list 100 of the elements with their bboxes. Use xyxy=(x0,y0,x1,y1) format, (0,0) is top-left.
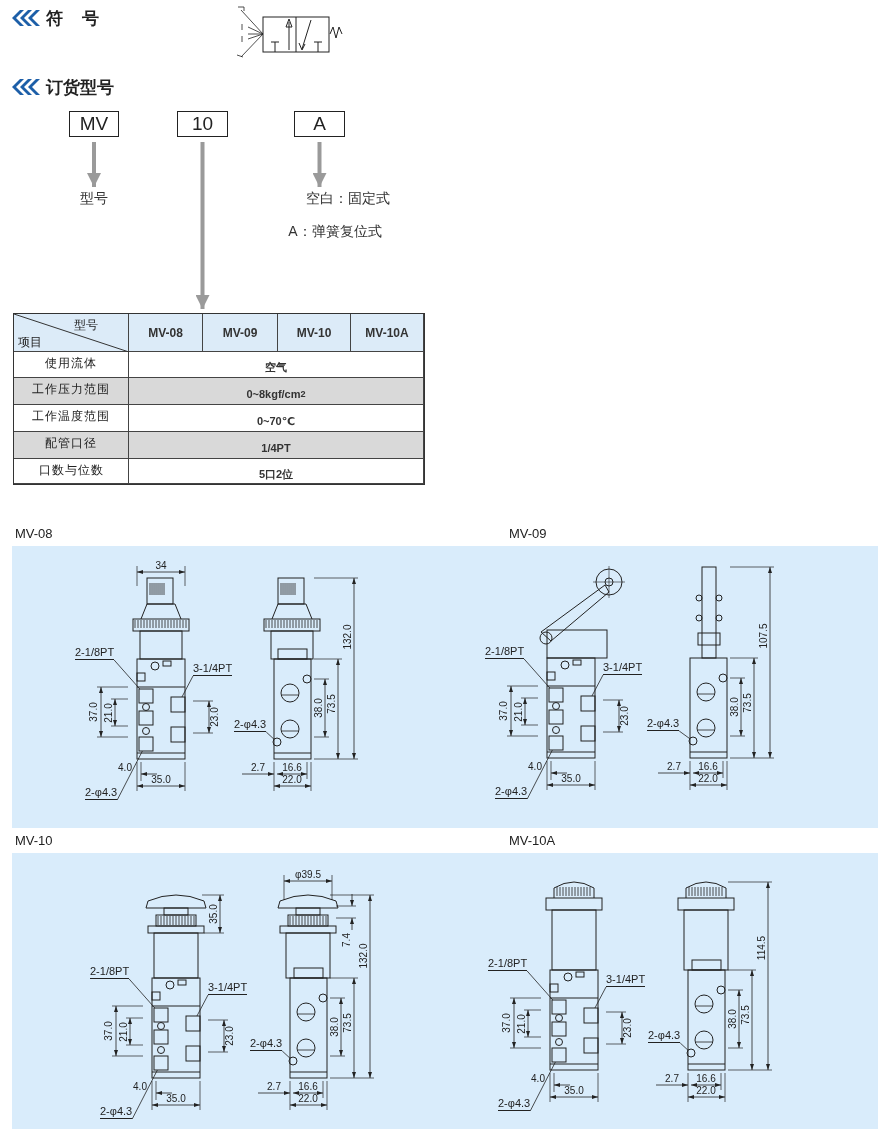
dimension-label: 37.0 xyxy=(502,1013,512,1033)
port-opening xyxy=(170,696,186,713)
leader-label: 3-1/4PT xyxy=(606,974,646,987)
dimension-label: 38.0 xyxy=(730,697,740,717)
table-cell: 配管口径 xyxy=(14,432,129,459)
table-cell: 0~70℃ xyxy=(129,405,424,432)
leader-line xyxy=(116,750,143,801)
dimension-label: 35.0 xyxy=(564,1086,584,1096)
leader-label: 2-φ4.3 xyxy=(234,719,267,732)
option-text: A：弹簧复位式 xyxy=(288,224,382,238)
dimension-label: 73.5 xyxy=(741,1005,751,1025)
leader-label: 2-φ4.3 xyxy=(647,718,680,731)
dimension-label: 34 xyxy=(155,561,167,571)
dimension-label: φ39.5 xyxy=(295,870,321,880)
table-cell: MV-10A xyxy=(351,314,424,352)
leader-line xyxy=(594,986,607,1009)
panel-title: MV-10A xyxy=(509,833,556,847)
port-opening xyxy=(551,999,567,1015)
dimension-label: 37.0 xyxy=(104,1021,114,1041)
leader-label: 2-1/8PT xyxy=(75,647,115,660)
dimension-label: 16.6 xyxy=(698,762,718,772)
dimension-label: 4.0 xyxy=(528,762,542,772)
port-opening xyxy=(551,1047,567,1063)
dimension-label: 23.0 xyxy=(225,1026,235,1046)
dimension-label: 2.7 xyxy=(267,1082,281,1092)
port-opening xyxy=(138,736,154,752)
dimension-label: 16.6 xyxy=(282,763,302,773)
leader-line xyxy=(526,749,553,800)
spec-table xyxy=(13,313,425,485)
leader-label: 2-φ4.3 xyxy=(648,1030,681,1043)
port-opening xyxy=(153,1007,169,1023)
dimension-label: 35.0 xyxy=(151,775,171,785)
dimension-label: 132.0 xyxy=(343,624,353,650)
dimension-label: 35.0 xyxy=(166,1094,186,1104)
port-opening xyxy=(548,687,564,703)
dimension-label: 21.0 xyxy=(517,1014,527,1034)
dimension-label: 4.0 xyxy=(133,1082,147,1092)
option-text: 型号 xyxy=(80,191,108,205)
dimension-label: 4.0 xyxy=(118,763,132,773)
table-cell: MV-10 xyxy=(278,314,351,352)
arrow xyxy=(195,142,210,309)
table-cell: 1/4PT xyxy=(129,432,424,459)
leader-line xyxy=(526,970,554,1001)
port-opening xyxy=(138,688,154,704)
port-opening xyxy=(548,735,564,751)
dimension-label: 35.0 xyxy=(209,904,219,924)
dimension-label: 2.7 xyxy=(251,763,265,773)
table-cell: 空气 xyxy=(129,352,424,378)
port-opening xyxy=(153,1055,169,1071)
table-cell: 工作压力范围 xyxy=(14,378,129,405)
dimension-label: 22.0 xyxy=(282,775,302,785)
port-opening xyxy=(580,695,596,712)
arrow xyxy=(312,142,327,187)
code-box: MV xyxy=(69,111,119,137)
mounting-hole xyxy=(688,736,698,746)
mounting-hole xyxy=(288,1056,298,1066)
option-text: 空白：固定式 xyxy=(306,191,390,205)
dimension-label: 38.0 xyxy=(330,1017,340,1037)
leader-label: 2-φ4.3 xyxy=(495,786,528,799)
dimension-label: 73.5 xyxy=(743,693,753,713)
leader-line xyxy=(265,731,275,740)
leader-label: 2-φ4.3 xyxy=(100,1106,133,1119)
dimension-label: 2.7 xyxy=(667,762,681,772)
dimension-label: 16.6 xyxy=(298,1082,318,1092)
leader-line xyxy=(591,674,604,697)
dimension-label: 21.0 xyxy=(104,703,114,723)
dimension-label: 73.5 xyxy=(327,694,337,714)
leader-label: 2-1/8PT xyxy=(485,646,525,659)
dimension-label: 38.0 xyxy=(728,1009,738,1029)
dimension-label: 22.0 xyxy=(298,1094,318,1104)
dimension-label: 23.0 xyxy=(210,707,220,727)
dimension-label: 4.0 xyxy=(531,1074,545,1084)
leader-label: 2-1/8PT xyxy=(90,966,130,979)
table-cell: 使用流体 xyxy=(14,352,129,378)
leader-line xyxy=(196,994,209,1017)
dimension-label: 2.7 xyxy=(665,1074,679,1084)
arrow xyxy=(87,142,101,187)
leader-label: 2-φ4.3 xyxy=(498,1098,531,1111)
table-cell: MV-09 xyxy=(203,314,278,352)
mounting-hole xyxy=(686,1048,696,1058)
dimension-label: 21.0 xyxy=(514,702,524,722)
leader-label: 3-1/4PT xyxy=(603,662,643,675)
dimension-label: 107.5 xyxy=(759,623,769,649)
leader-label: 2-φ4.3 xyxy=(250,1038,283,1051)
dimension-label: 22.0 xyxy=(698,774,718,784)
leader-line xyxy=(523,658,551,689)
code-box: A xyxy=(294,111,345,137)
leader-line xyxy=(281,1050,291,1059)
panel-title: MV-08 xyxy=(15,526,53,540)
dimension-label: 35.0 xyxy=(561,774,581,784)
panel-title: MV-09 xyxy=(509,526,547,540)
code-box: 10 xyxy=(177,111,228,137)
cell-text: 型号 xyxy=(74,319,98,331)
table-cell: 5口2位 xyxy=(129,459,424,484)
table-cell: 口数与位数 xyxy=(14,459,129,484)
cell-text: 项目 xyxy=(18,336,42,348)
dimension-label: 132.0 xyxy=(359,943,369,969)
dimension-label: 7.4 xyxy=(342,933,352,947)
panel-title: MV-10 xyxy=(15,833,53,847)
leader-line xyxy=(679,1042,689,1051)
